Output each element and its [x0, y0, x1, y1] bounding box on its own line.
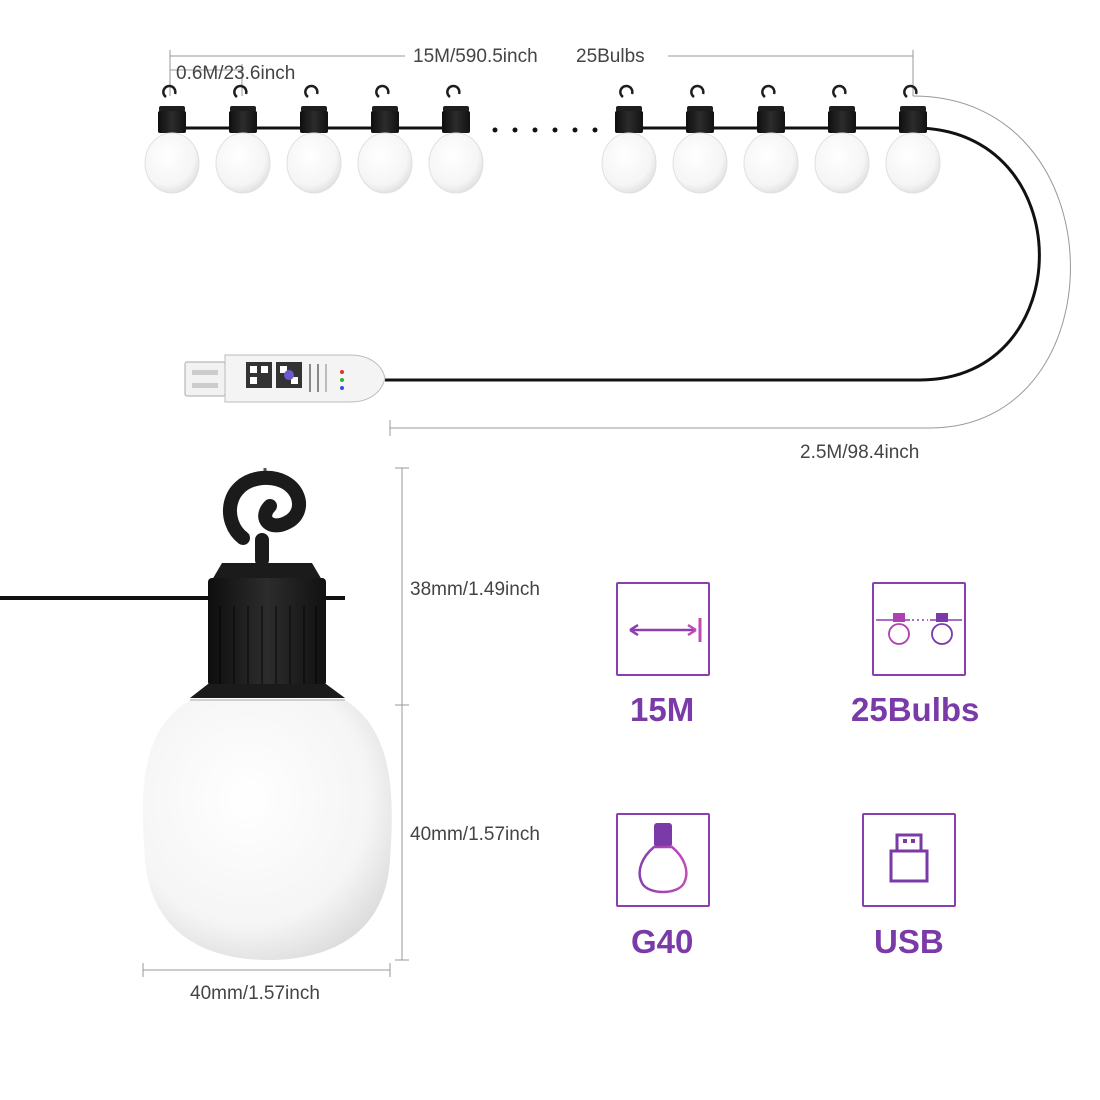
length-feature-box: [616, 582, 710, 676]
bulbs-feature-box: [872, 582, 966, 676]
bulb-height-label: 40mm/1.57inch: [410, 824, 540, 845]
g40-feature-box: [616, 813, 710, 907]
length-feature-label: 15M: [630, 691, 695, 728]
bulb-spacing-label: 0.6M/23.6inch: [176, 63, 296, 84]
top-bulbs: [143, 84, 942, 195]
usb-icon: [889, 833, 929, 883]
bulb-string-icon: [876, 613, 962, 645]
g40-bulb-icon: [638, 823, 688, 894]
length-arrow-icon: [624, 618, 702, 642]
g40-feature-label: G40: [631, 923, 694, 960]
bulb-count-label: 25Bulbs: [576, 46, 645, 67]
cap-height-label: 38mm/1.49inch: [410, 579, 540, 600]
total-length-label: 15M/590.5inch: [413, 46, 538, 67]
usb-controller: [184, 354, 386, 403]
usb-feature-label: USB: [874, 923, 944, 960]
large-bulb: [142, 468, 392, 960]
lead-length-label: 2.5M/98.4inch: [800, 442, 920, 463]
length-guides: [142, 50, 1071, 977]
cable: [0, 126, 1041, 600]
usb-feature-box: [862, 813, 956, 907]
bulbs-feature-label: 25Bulbs: [851, 691, 980, 728]
bulb-width-label: 40mm/1.57inch: [190, 983, 320, 1004]
ellipsis-dots: [492, 127, 598, 133]
